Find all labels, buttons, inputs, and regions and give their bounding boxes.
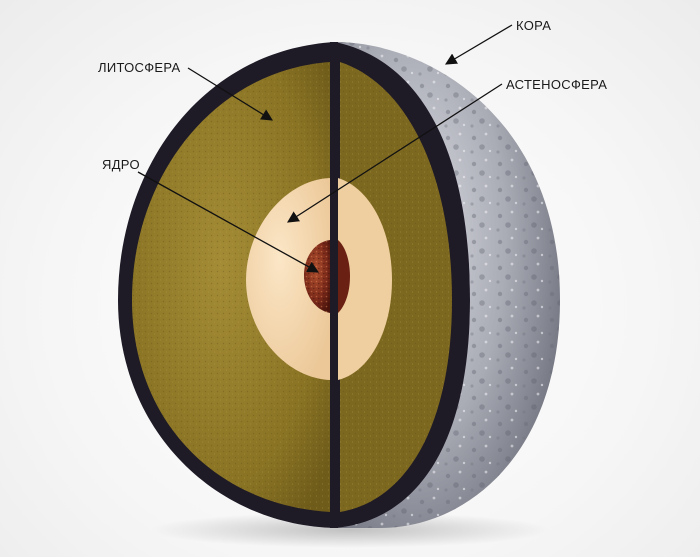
lithosphere-left-grain — [132, 62, 330, 512]
arrow-litosfera — [187, 67, 273, 121]
arrow-yadro — [137, 171, 320, 273]
label-asthenosphere: АСТЕНОСФЕРА — [506, 77, 608, 92]
core-left-grain — [304, 240, 330, 313]
asthenosphere-left — [246, 178, 330, 380]
label-core: ЯДРО — [102, 157, 140, 172]
label-crust: КОРА — [516, 18, 552, 33]
core-right — [338, 240, 350, 313]
label-lithosphere: ЛИТОСФЕРА — [98, 60, 181, 75]
lithosphere-right-grain — [340, 62, 452, 512]
crust-surface-texture — [335, 42, 560, 528]
asthenosphere-right — [338, 178, 392, 380]
ground-shadow — [150, 512, 550, 548]
arrow-astenosfera — [287, 83, 503, 223]
arrow-kora — [444, 24, 513, 65]
cutaway-seam — [330, 42, 338, 528]
